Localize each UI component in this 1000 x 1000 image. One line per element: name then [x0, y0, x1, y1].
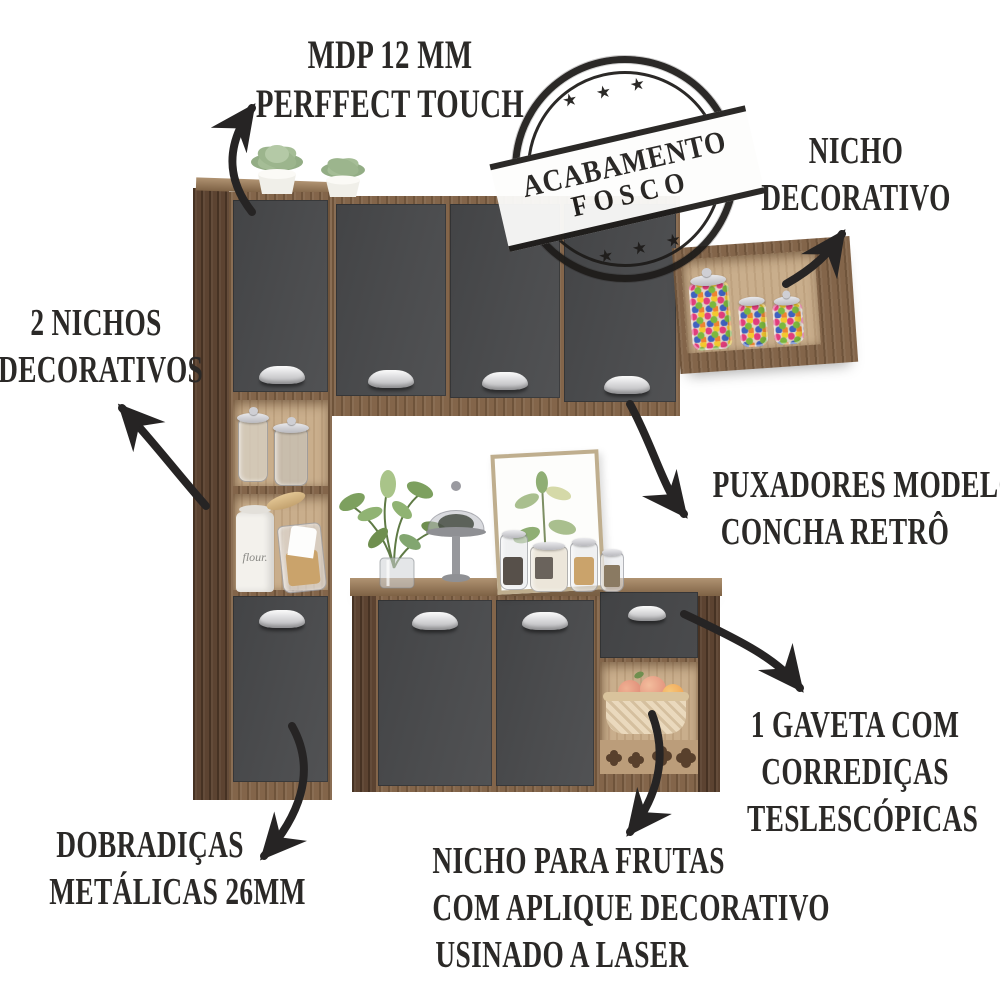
- label-gaveta: 1 GAVETA COM CORREDIÇAS TESLESCÓPICAS: [747, 704, 979, 840]
- flour-jar: flour.: [236, 505, 274, 592]
- shell-handle-icon: [412, 612, 458, 630]
- counter-jar: [570, 538, 598, 592]
- base-door-1: [378, 600, 492, 786]
- wall-door-1: [336, 204, 446, 396]
- succulent-plant: [251, 145, 303, 194]
- tower-upper-door: [233, 200, 328, 392]
- shell-handle-icon: [259, 366, 305, 384]
- spice-jar: [237, 407, 269, 482]
- arrow-mdp-icon: [210, 103, 256, 216]
- label-nicho-decorativo: NICHO DECORATIVO: [761, 130, 951, 219]
- counter-jar: [500, 530, 528, 590]
- shell-handle-icon: [368, 370, 414, 388]
- base-side-panel: [352, 596, 376, 792]
- succulent-plant: [321, 158, 365, 197]
- tower-side-panel: [193, 188, 229, 800]
- base-side-panel-right: [698, 596, 720, 792]
- spice-jar: [273, 417, 309, 486]
- shell-handle-icon: [604, 376, 650, 394]
- wall-door-3: [564, 204, 676, 402]
- counter-jar: [600, 549, 624, 592]
- arrow-nicho-frutas-icon: [626, 710, 672, 837]
- label-2-nichos: 2 NICHOS DECORATIVOS: [0, 302, 204, 391]
- label-dobradicas: DOBRADIÇAS METÁLICAS 26MM: [49, 824, 306, 913]
- fruit-basket: [603, 670, 689, 744]
- shell-handle-icon: [628, 606, 666, 621]
- arrow-2-nichos-icon: [117, 403, 210, 510]
- tower-lower-door: [233, 596, 328, 782]
- flour-jar-label: flour.: [242, 550, 268, 564]
- shell-handle-icon: [522, 612, 568, 630]
- shell-handle-icon: [482, 372, 528, 390]
- counter-jar: [530, 542, 568, 592]
- arrow-nicho-decorativo-icon: [782, 229, 846, 288]
- shell-handle-icon: [259, 610, 305, 628]
- label-mdp: MDP 12 MM PERFFECT TOUCH: [255, 32, 525, 126]
- arrow-gaveta-icon: [680, 610, 804, 693]
- drawer-front: [600, 592, 698, 658]
- base-door-2: [496, 600, 594, 786]
- label-nicho-frutas: NICHO PARA FRUTAS COM APLIQUE DECORATIVO…: [432, 840, 830, 976]
- label-puxadores: PUXADORES MODELO CONCHA RETRÔ: [712, 464, 1000, 553]
- cake-stand-with-dome: [426, 481, 486, 582]
- arrow-dobradicas-icon: [260, 722, 308, 861]
- arrow-puxadores-icon: [626, 400, 688, 519]
